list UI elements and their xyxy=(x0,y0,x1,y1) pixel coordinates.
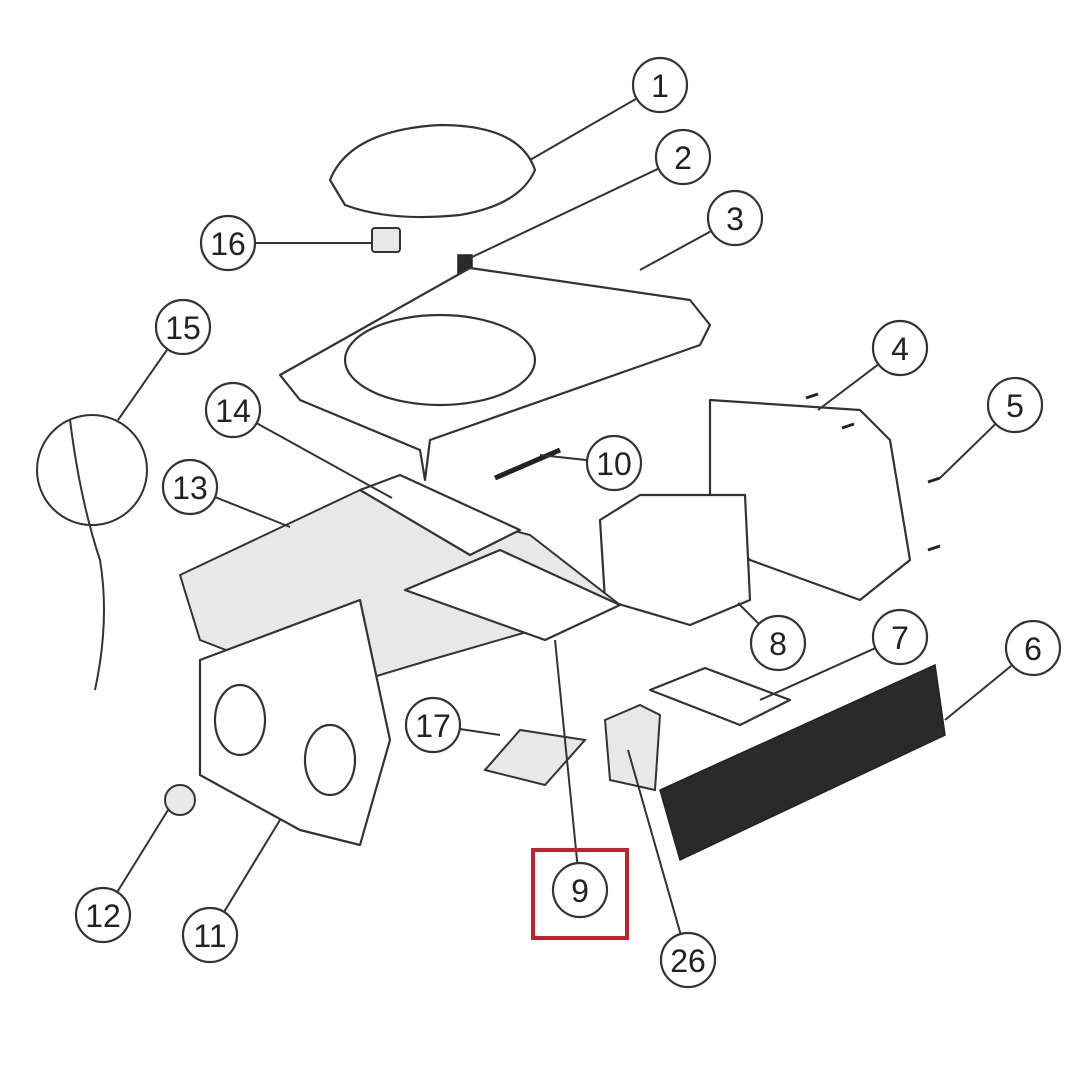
callout-circle xyxy=(871,319,929,377)
callout-13: 13 xyxy=(161,458,219,516)
callout-label: 16 xyxy=(210,226,246,262)
callout-circle xyxy=(199,214,257,272)
callout-circle xyxy=(659,931,717,989)
callout-circle xyxy=(585,434,643,492)
callout-label: 10 xyxy=(596,446,632,482)
leader-line-3 xyxy=(639,230,712,271)
part-5-screws xyxy=(805,392,941,552)
part-17-small-board xyxy=(483,728,587,787)
callout-label: 3 xyxy=(726,201,744,237)
callout-label: 8 xyxy=(769,626,787,662)
callout-circle xyxy=(161,458,219,516)
part-26-bracket xyxy=(603,703,662,792)
leader-line-12 xyxy=(116,809,169,893)
callout-10: 10 xyxy=(585,434,643,492)
leader-line-10 xyxy=(539,454,588,462)
callout-16: 16 xyxy=(199,214,257,272)
callout-11: 11 xyxy=(181,906,239,964)
part-3-housing-opening xyxy=(343,313,537,407)
leader-line-7 xyxy=(759,647,876,701)
leader-line-13 xyxy=(214,496,291,528)
callout-label: 4 xyxy=(891,331,909,367)
leader-line-4 xyxy=(817,363,880,411)
callout-label: 7 xyxy=(891,620,909,656)
callout-circle xyxy=(204,381,262,439)
part-16-switch xyxy=(371,227,401,253)
callout-12: 12 xyxy=(74,886,132,944)
leader-line-2 xyxy=(469,167,660,259)
callout-label: 11 xyxy=(193,918,226,954)
callout-4: 4 xyxy=(871,319,929,377)
leader-line-14 xyxy=(256,422,393,499)
callout-6: 6 xyxy=(1004,619,1062,677)
callout-label: 15 xyxy=(165,310,201,346)
callout-3: 3 xyxy=(706,189,764,247)
leader-line-5 xyxy=(939,423,997,479)
highlight-box xyxy=(531,848,629,940)
part-9-circuit-board xyxy=(403,548,622,642)
callout-circle xyxy=(404,696,462,754)
callout-label: 1 xyxy=(651,68,669,104)
callout-15: 15 xyxy=(154,298,212,356)
callout-5: 5 xyxy=(986,376,1044,434)
leader-line-8 xyxy=(737,602,760,625)
callout-14: 14 xyxy=(204,381,262,439)
callout-circle xyxy=(551,861,609,919)
callout-label: 17 xyxy=(415,708,451,744)
part-14-cover-plate xyxy=(358,473,522,557)
part-8-transformer xyxy=(598,493,752,627)
callout-circle xyxy=(154,298,212,356)
callout-label: 9 xyxy=(571,873,589,909)
callout-label: 6 xyxy=(1024,631,1042,667)
part-1-cover-disc xyxy=(328,123,537,219)
callout-9: 9 xyxy=(551,861,609,919)
leader-line-26 xyxy=(627,749,682,935)
leader-line-6 xyxy=(944,664,1013,721)
part-11-opening-right xyxy=(303,723,357,797)
callout-26: 26 xyxy=(659,931,717,989)
part-10-rod xyxy=(494,447,561,481)
callout-circle xyxy=(631,56,689,114)
callout-circle xyxy=(181,906,239,964)
leader-line-15 xyxy=(117,348,169,421)
callout-circle xyxy=(871,608,929,666)
callout-label: 5 xyxy=(1006,388,1024,424)
leader-line-11 xyxy=(223,819,281,913)
part-7-bracket xyxy=(648,666,792,727)
callout-label: 2 xyxy=(674,140,692,176)
part-12-knob xyxy=(164,784,196,816)
callout-label: 14 xyxy=(215,393,251,429)
callout-1: 1 xyxy=(631,56,689,114)
callout-circle xyxy=(706,189,764,247)
leader-line-1 xyxy=(529,97,638,161)
leader-line-17 xyxy=(459,727,501,736)
part-6-heat-sink xyxy=(659,663,946,862)
callout-label: 13 xyxy=(172,470,208,506)
callout-2: 2 xyxy=(654,128,712,186)
callout-7: 7 xyxy=(871,608,929,666)
callout-circle xyxy=(749,614,807,672)
part-15-power-cord xyxy=(36,414,148,691)
leader-line-9 xyxy=(554,639,579,864)
callout-circle xyxy=(1004,619,1062,677)
part-11-opening-left xyxy=(213,683,267,757)
callout-circle xyxy=(74,886,132,944)
callout-17: 17 xyxy=(404,696,462,754)
callout-circle xyxy=(654,128,712,186)
callout-label: 12 xyxy=(85,898,121,934)
callout-label: 26 xyxy=(670,943,706,979)
callout-8: 8 xyxy=(749,614,807,672)
leader-lines xyxy=(116,97,1013,935)
callout-circle xyxy=(986,376,1044,434)
